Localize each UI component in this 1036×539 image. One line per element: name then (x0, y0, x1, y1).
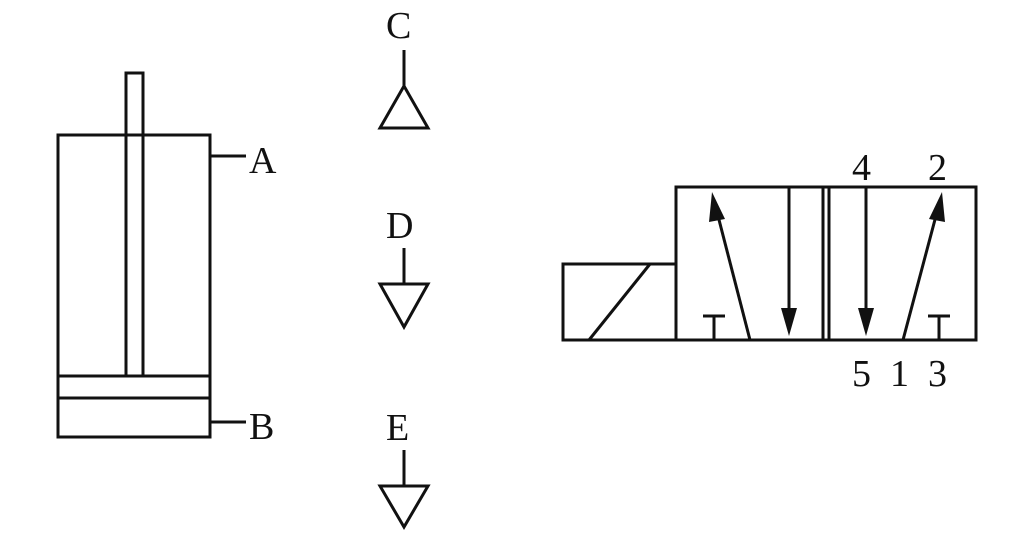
right-flow-line-up (901, 211, 939, 341)
cylinder-body (56, 133, 212, 439)
symbol-c-label: C (386, 5, 411, 47)
left-arrowhead-up (709, 192, 725, 222)
valve-port-1-label: 1 (890, 353, 909, 395)
valve-right-envelope (858, 187, 950, 341)
right-arrowhead-down (858, 308, 874, 336)
symbol-e-label: E (386, 407, 409, 449)
symbol-e-triangle-down (377, 484, 431, 530)
symbol-c-triangle-up (377, 82, 431, 130)
port-b-label: B (249, 406, 274, 448)
left-flow-line-up (715, 211, 752, 341)
valve-port-3-label: 3 (928, 353, 947, 395)
symbol-column: C D E (377, 5, 431, 530)
symbol-d-label: D (386, 205, 413, 247)
valve-port-2-label: 2 (928, 147, 947, 189)
cylinder: A B (56, 71, 277, 448)
valve-body (674, 185, 978, 342)
left-arrowhead-down (781, 308, 797, 336)
directional-valve: 4 2 5 1 3 (561, 147, 978, 395)
valve-port-5-label: 5 (852, 353, 871, 395)
piston-rod (124, 71, 145, 378)
port-a-label: A (249, 140, 277, 182)
symbol-d-triangle-down (377, 282, 431, 331)
solenoid-diagonal (587, 263, 652, 341)
right-arrowhead-up (929, 192, 945, 222)
valve-left-envelope (703, 187, 797, 341)
valve-port-4-label: 4 (852, 147, 871, 189)
